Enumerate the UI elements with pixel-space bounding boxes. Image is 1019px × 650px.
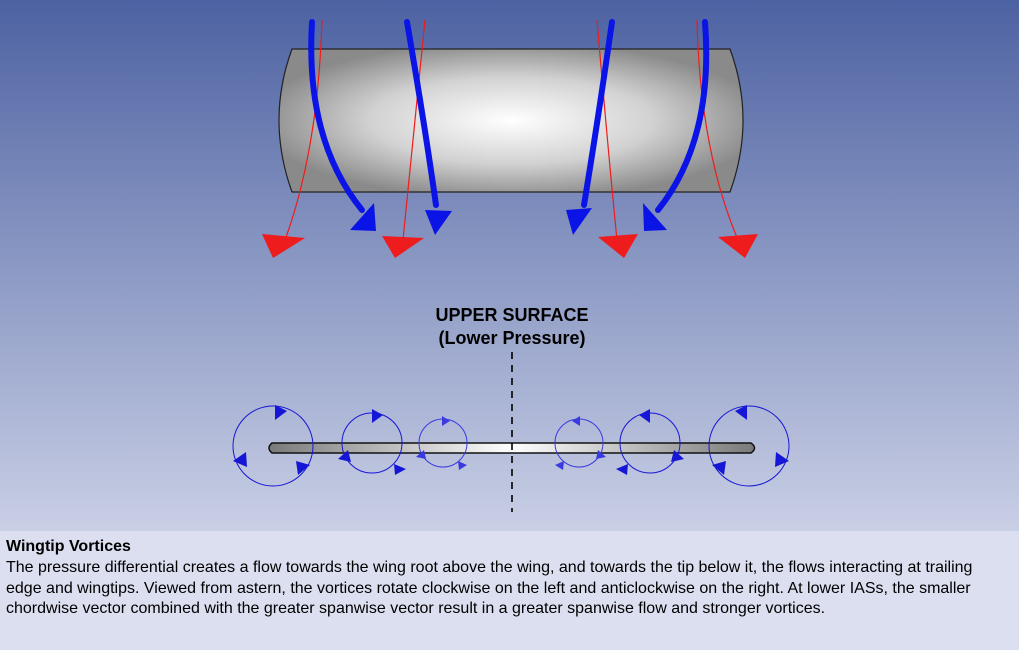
upper-surface-flow-arrowheads xyxy=(350,203,667,235)
surface-label-line1: UPPER SURFACE xyxy=(435,305,588,325)
vortex-arrowhead xyxy=(275,405,287,420)
lower-flow-arrowhead-4 xyxy=(718,234,758,258)
vortex-arrowhead xyxy=(372,409,383,423)
lower-flow-line-3 xyxy=(596,19,618,241)
vortex-arrowhead xyxy=(555,461,564,470)
vortex-arrowhead xyxy=(712,461,726,475)
lower-flow-line-4 xyxy=(696,19,739,241)
vortex-right-inner xyxy=(554,416,606,470)
vortex-arrowhead xyxy=(616,464,628,475)
vortex-arrowhead xyxy=(458,461,467,470)
vortex-left-mid xyxy=(338,409,406,475)
wing-planform xyxy=(278,48,744,193)
lower-surface-flow-arrowheads xyxy=(262,234,758,258)
upper-flow-line-1 xyxy=(308,19,365,213)
lower-flow-line-1 xyxy=(284,19,323,241)
vortex-right-tip xyxy=(708,405,790,487)
caption-panel: Wingtip Vortices The pressure differenti… xyxy=(0,531,1019,650)
vortex-arrowhead xyxy=(416,450,426,459)
vortices xyxy=(232,405,790,487)
vortex-arrowhead xyxy=(572,416,580,426)
vortex-arrowhead xyxy=(296,461,310,475)
caption-body: The pressure differential creates a flow… xyxy=(6,559,973,617)
vortex-arrowhead xyxy=(233,452,247,467)
vortex-arrowhead xyxy=(442,416,450,426)
upper-flow-arrowhead-1 xyxy=(350,203,376,231)
lower-flow-arrowhead-1 xyxy=(262,234,305,258)
vortex-left-inner xyxy=(416,416,468,470)
upper-flow-line-2 xyxy=(404,19,439,208)
upper-flow-arrowhead-2 xyxy=(425,210,452,235)
lower-flow-arrowhead-2 xyxy=(382,236,424,258)
wingtip-vortices-diagram: UPPER SURFACE (Lower Pressure) xyxy=(0,0,1019,531)
upper-surface-flow-arrows xyxy=(308,19,710,213)
vortex-arrowhead xyxy=(338,450,351,462)
upper-flow-line-4 xyxy=(655,19,710,213)
surface-label-line2: (Lower Pressure) xyxy=(438,328,585,348)
vortex-arrowhead xyxy=(394,464,406,475)
lower-surface-flow-lines xyxy=(284,19,739,241)
vortex-arrowhead xyxy=(639,409,650,423)
upper-flow-arrowhead-4 xyxy=(643,203,667,231)
vortex-right-mid xyxy=(616,409,684,475)
vortex-left-tip xyxy=(232,405,314,487)
caption-title: Wingtip Vortices xyxy=(6,538,131,555)
upper-flow-line-3 xyxy=(581,19,615,208)
lower-flow-arrowhead-3 xyxy=(598,234,638,258)
vortex-arrowhead xyxy=(775,452,789,467)
vortex-arrowhead xyxy=(671,450,684,462)
vortex-arrowhead xyxy=(596,450,606,459)
vortex-arrowhead xyxy=(735,405,747,420)
upper-flow-arrowhead-3 xyxy=(566,208,592,235)
lower-flow-line-2 xyxy=(402,19,426,241)
